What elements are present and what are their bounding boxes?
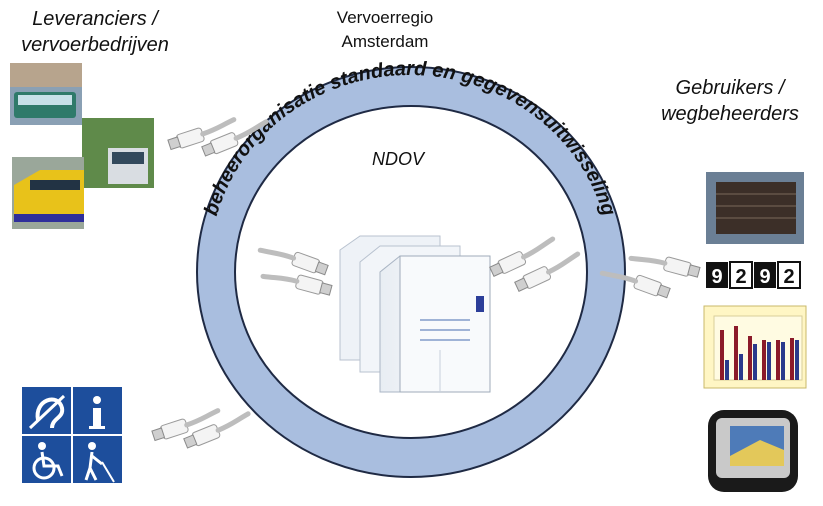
bus-photo (10, 63, 82, 125)
info-icon (89, 396, 105, 429)
suppliers-label: Leveranciers / vervoerbedrijven (5, 6, 185, 58)
region-label-line2: Amsterdam (341, 32, 429, 51)
users-label: Gebruikers / wegbeheerders (640, 75, 820, 127)
suppliers-label-line2: vervoerbedrijven (21, 34, 169, 56)
blind-person-icon (84, 442, 115, 483)
tram-photo (82, 118, 154, 188)
hearing-loop-icon (28, 394, 66, 430)
digit-3: 9 (759, 266, 770, 288)
center-label: NDOV (372, 149, 426, 169)
wheelchair-icon (32, 442, 64, 480)
bus-shelter-photo (706, 172, 804, 244)
accessibility-icons (22, 387, 122, 483)
users-label-line1: Gebruikers / (675, 77, 785, 99)
train-photo (12, 157, 84, 229)
usb-cable-icon (151, 408, 252, 450)
digit-2: 2 (735, 266, 746, 288)
server-icon (339, 235, 491, 393)
region-label-line1: Vervoerregio (336, 8, 434, 27)
region-label: Vervoerregio Amsterdam (320, 6, 450, 54)
digit-display: 9 2 9 2 (706, 261, 801, 289)
digit-4: 2 (783, 266, 794, 288)
gps-device-icon (708, 410, 798, 492)
bar-chart-image (703, 305, 807, 389)
digit-1: 9 (711, 266, 722, 288)
users-label-line2: wegbeheerders (661, 103, 799, 125)
suppliers-label-line1: Leveranciers / (32, 8, 158, 30)
